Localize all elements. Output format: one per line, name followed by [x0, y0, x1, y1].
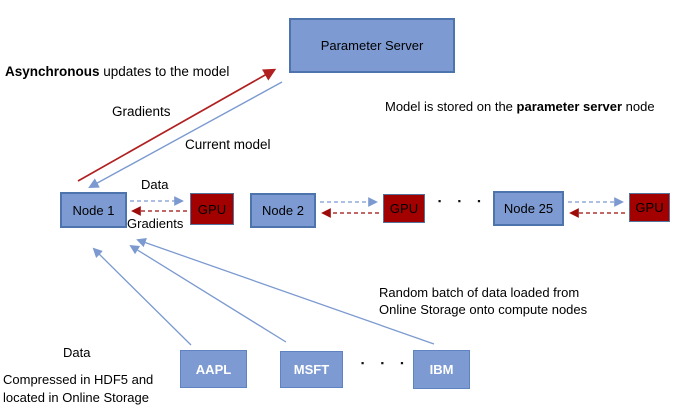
node1-box: Node 1	[60, 192, 127, 228]
node2-label: Node 2	[262, 203, 304, 218]
random-batch-line1: Random batch of data loaded from	[379, 285, 580, 300]
node2-box: Node 2	[250, 193, 316, 228]
async-updates-label: Asynchronous updates to the model	[5, 63, 229, 80]
gpu1-label: GPU	[197, 201, 227, 217]
data-bottom-label: Data	[63, 345, 91, 360]
ibm-label: IBM	[429, 362, 454, 377]
node25-label: Node 25	[503, 201, 554, 216]
compressed-line2: located in Online Storage	[3, 390, 149, 405]
async-updates-bold-text: Asynchronous	[5, 64, 100, 79]
gpu3-label: GPU	[635, 200, 664, 215]
model-stored-label: Model is stored on the parameter server …	[385, 98, 655, 115]
random-batch-label: Random batch of data loaded from Online …	[379, 284, 587, 318]
msft-to-node1-arrow	[129, 244, 287, 343]
msft-label: MSFT	[293, 362, 330, 377]
current-model-label: Current model	[185, 137, 271, 152]
msft-box: MSFT	[280, 351, 343, 388]
compressed-label: Compressed in HDF5 and located in Online…	[3, 371, 153, 407]
nodes-ellipsis: ▪ ▪ ▪	[438, 196, 488, 206]
gradients-upper-label: Gradients	[112, 104, 171, 119]
model-stored-bold-text: parameter server	[516, 99, 623, 114]
async-updates-rest-text: updates to the model	[99, 64, 230, 79]
data-mid-label: Data	[141, 177, 169, 192]
node25-box: Node 25	[493, 191, 564, 226]
compressed-line1: Compressed in HDF5 and	[3, 372, 154, 387]
aapl-box: AAPL	[180, 350, 247, 388]
current-model-arrow	[88, 81, 283, 189]
model-stored-post-text: node	[622, 99, 655, 114]
gpu2-label: GPU	[389, 201, 419, 216]
aapl-to-node1-arrow	[92, 247, 192, 346]
storage-ellipsis: ▪ ▪ ▪	[361, 358, 411, 368]
random-batch-line2: Online Storage onto compute nodes	[379, 302, 588, 317]
gpu3-box: GPU	[629, 193, 670, 222]
model-stored-pre-text: Model is stored on the	[385, 99, 517, 114]
node1-label: Node 1	[72, 202, 115, 218]
gpu2-box: GPU	[383, 194, 425, 223]
gpu1-box: GPU	[190, 193, 234, 225]
parameter-server-label: Parameter Server	[320, 38, 424, 53]
gradients-up-arrow	[77, 68, 277, 182]
parameter-server-box: Parameter Server	[289, 18, 455, 73]
ibm-to-node1-arrow	[136, 237, 435, 345]
aapl-label: AAPL	[195, 361, 232, 377]
ibm-box: IBM	[413, 350, 470, 389]
gradients-mid-label: Gradients	[127, 216, 184, 231]
